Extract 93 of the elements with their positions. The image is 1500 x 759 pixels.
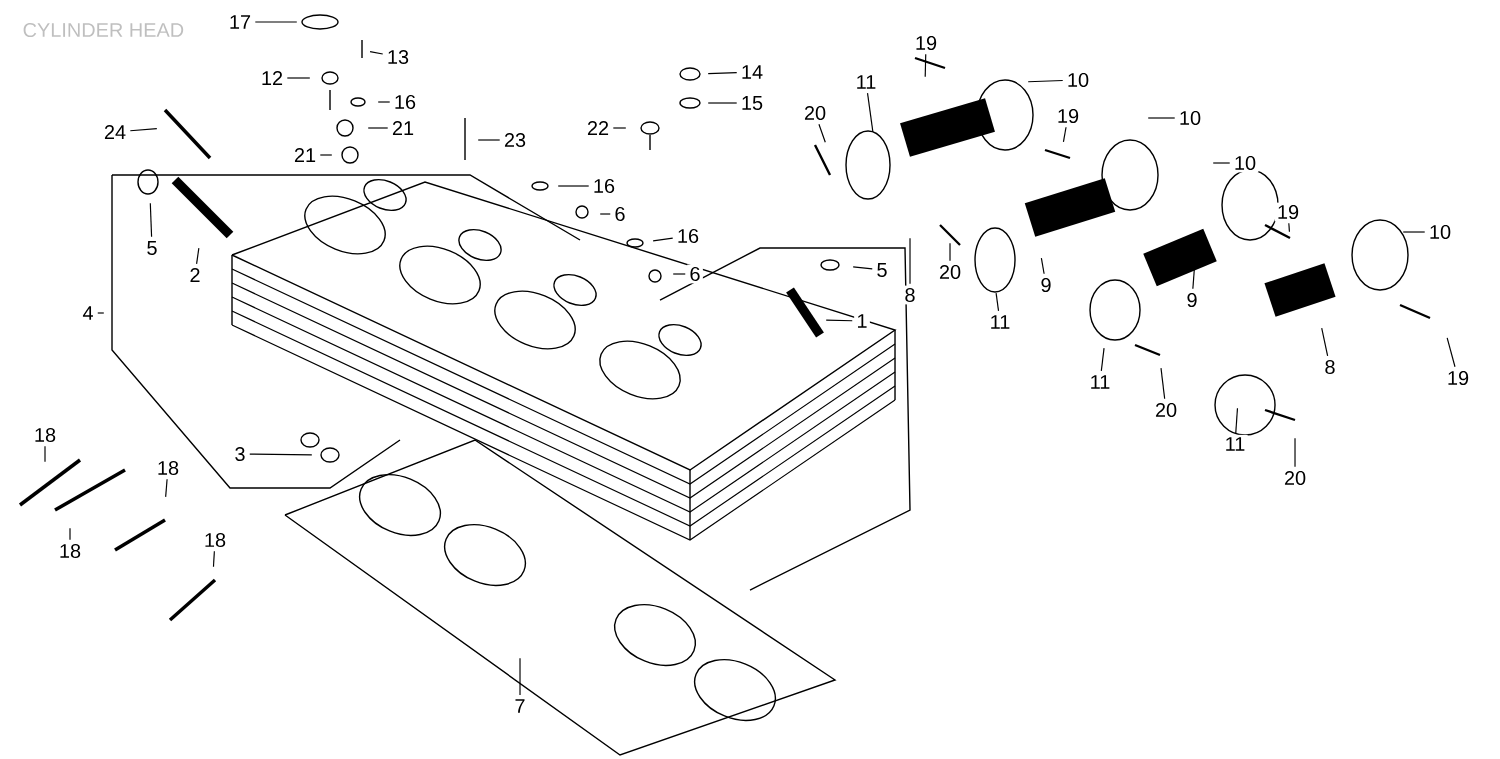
callout-number: 20 [1281,468,1309,488]
callout-number: 11 [853,72,879,92]
leader-line [377,101,391,103]
leader-line [995,292,1000,312]
leader-line [44,445,46,463]
callout-number: 5 [874,260,890,280]
callout-number: 17 [226,12,254,32]
callout-number: 19 [1274,202,1302,222]
leader-line [1321,327,1329,357]
callout-number: 9 [1184,290,1200,310]
callout-number: 1 [854,311,870,331]
leader-line [1147,117,1176,119]
leader-line [149,202,153,238]
leader-line [557,185,590,187]
leader-line [652,237,674,242]
callout-number: 7 [512,696,528,716]
leader-line [1235,407,1239,434]
callout-number: 16 [590,176,618,196]
callout-number: 18 [154,458,182,478]
callout-number: 5 [144,238,160,258]
leader-line [212,550,215,568]
leader-line [1027,79,1064,83]
callout-number: 22 [584,118,612,138]
callout-number: 18 [56,541,84,561]
callout-number: 9 [1038,275,1054,295]
callout-number: 10 [1231,153,1259,173]
callout-number: 11 [987,312,1013,332]
leader-line [1160,367,1166,400]
callout-number: 6 [687,264,703,284]
leader-line [319,154,333,156]
leader-line [249,453,313,456]
leader-line [1192,267,1195,290]
leader-line [1040,257,1045,275]
leader-line [1212,162,1231,164]
callout-number: 13 [384,47,412,67]
leader-line [1288,222,1290,233]
leader-line [818,123,826,143]
leader-line [612,127,627,129]
callout-number: 10 [1064,70,1092,90]
callout-number: 20 [1152,400,1180,420]
leader-line [599,213,611,215]
callout-number: 19 [912,33,940,53]
callout-number: 15 [738,93,766,113]
leader-line [369,51,384,55]
callout-number: 10 [1426,222,1454,242]
leader-line [672,273,686,275]
callout-number: 21 [291,145,319,165]
callout-number: 12 [258,68,286,88]
callout-number: 2 [187,265,203,285]
leader-line [477,139,501,141]
callout-number: 20 [801,103,829,123]
leader-line [825,319,853,322]
leader-line [367,127,389,129]
callout-number: 11 [1087,372,1113,392]
leader-line [286,77,311,79]
callout-number: 4 [80,303,96,323]
leader-line [866,92,874,133]
leader-line [707,72,738,75]
callout-number: 6 [612,204,628,224]
leader-line [852,266,873,270]
title: CYLINDER HEAD [23,22,184,38]
leader-line [707,102,738,104]
callout-number: 20 [936,262,964,282]
leader-line [129,128,158,132]
leader-line [1446,337,1456,368]
callout-number: 19 [1054,106,1082,126]
callout-number: 14 [738,62,766,82]
leader-line [949,242,951,262]
callout-number: 18 [201,530,229,550]
leader-line [1402,231,1426,233]
callout-number: 3 [232,444,248,464]
callout-number: 21 [389,118,417,138]
leader-line [196,247,200,265]
callout-number: 18 [31,425,59,445]
leader-line [1062,126,1067,143]
leader-line [909,237,911,285]
leader-line [69,527,71,541]
callout-number: 11 [1222,434,1248,454]
callout-number: 10 [1176,108,1204,128]
leader-line [165,478,168,498]
callout-number: 8 [1322,357,1338,377]
leader-line [97,312,105,314]
callout-number: 19 [1444,368,1472,388]
leader-line [924,53,927,78]
leader-line [519,657,521,696]
callout-number: 16 [391,92,419,112]
leader-line [1100,347,1105,372]
callout-number: 24 [101,122,129,142]
leader-line [1294,437,1296,468]
callout-number: 8 [902,285,918,305]
leader-line [254,21,298,23]
callout-number: 16 [674,226,702,246]
callout-number: 23 [501,130,529,150]
